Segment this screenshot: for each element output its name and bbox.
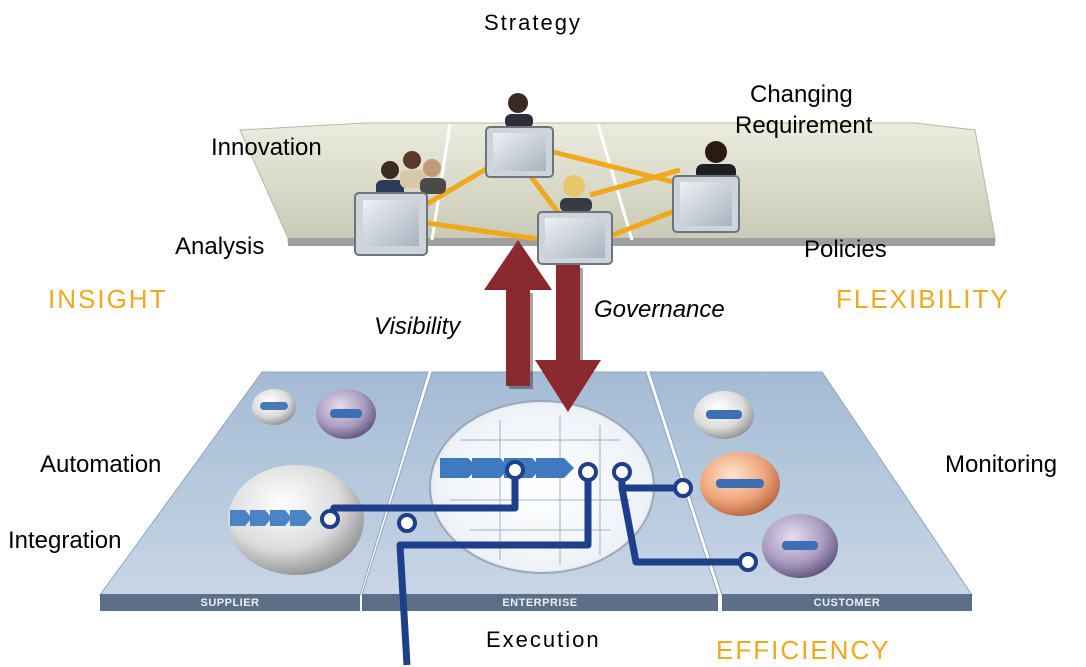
monitoring-label: Monitoring xyxy=(945,451,1058,478)
band-customer xyxy=(722,594,972,611)
policies-label: Policies xyxy=(804,236,887,263)
band-enterprise xyxy=(362,594,718,611)
changing-requirement-label-line2: Requirement xyxy=(735,112,873,139)
band-enterprise-label: ENTERPRISE xyxy=(502,597,577,609)
governance-arrow xyxy=(535,265,601,412)
changing-requirement-label-line1: Changing xyxy=(750,81,853,108)
connector-nodes xyxy=(320,460,758,572)
visibility-label: Visibility xyxy=(374,313,461,340)
customer-pods xyxy=(694,391,838,578)
strategy-label: Strategy xyxy=(484,10,582,35)
automation-label: Automation xyxy=(40,451,162,478)
efficiency-label: EFFICIENCY xyxy=(716,635,891,665)
integration-label: Integration xyxy=(8,527,122,554)
insight-label: INSIGHT xyxy=(48,284,168,314)
supplier-pods xyxy=(228,389,376,575)
execution-label: Execution xyxy=(486,627,601,652)
team-policies-monitor xyxy=(537,175,613,265)
band-customer-label: CUSTOMER xyxy=(814,597,881,609)
flexibility-label: FLEXIBILITY xyxy=(836,284,1010,314)
innovation-label: Innovation xyxy=(211,134,322,161)
band-supplier-label: SUPPLIER xyxy=(200,597,259,609)
analysis-label: Analysis xyxy=(175,233,265,260)
visibility-arrow xyxy=(484,240,552,389)
governance-label: Governance xyxy=(594,296,725,323)
band-supplier xyxy=(100,594,360,611)
team-changing-requirement-monitor xyxy=(672,141,740,233)
team-analysis-monitor xyxy=(354,151,446,256)
strategy-platform xyxy=(239,122,996,246)
team-innovation-monitor xyxy=(485,93,554,178)
